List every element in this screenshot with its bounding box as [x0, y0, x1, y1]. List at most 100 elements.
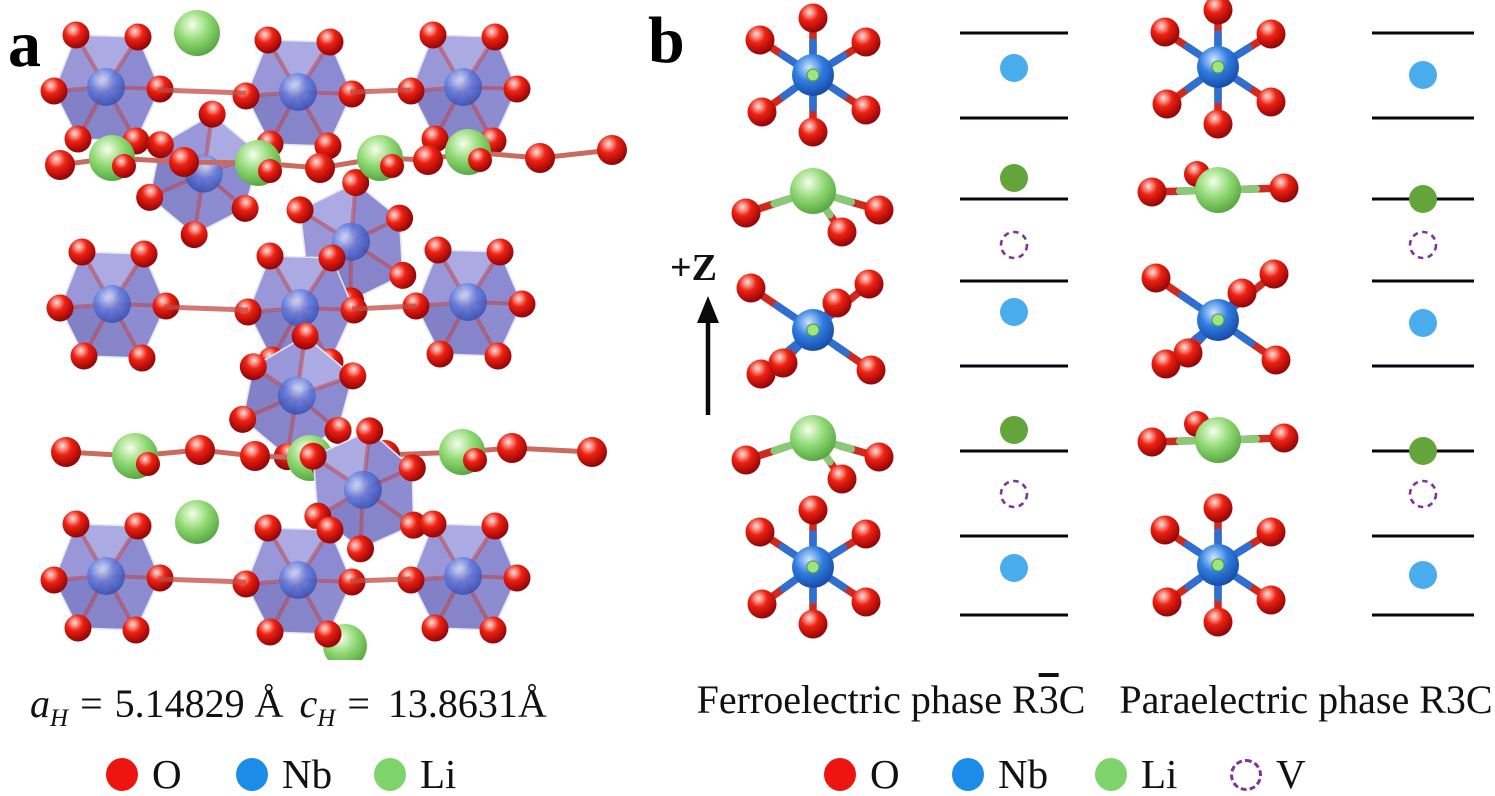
li-site-speck: [806, 560, 820, 574]
a-subscript: H: [50, 705, 69, 732]
octahedra-row-middle: [44, 234, 538, 378]
nbo6-octahedron: [400, 234, 538, 372]
phase-label-text: Paraelectric phase R3: [1119, 677, 1466, 722]
vacancy-circle: [999, 479, 1029, 509]
lio3-unit-molecule: [731, 415, 894, 494]
o-atom: [746, 359, 776, 389]
o-atom: [864, 442, 894, 472]
li-atom: [1195, 167, 1241, 213]
o-atom: [745, 25, 775, 55]
li-position-dot: [1000, 416, 1028, 444]
o-atom: [798, 609, 828, 639]
li-atom: [1195, 417, 1241, 463]
o-atom: [1256, 19, 1286, 49]
legend-item-o: O: [106, 754, 182, 795]
li-position-dot: [1000, 164, 1028, 192]
octahedra-row-bottom: [38, 508, 533, 650]
o-atom: [1150, 515, 1180, 545]
o-atom: [851, 587, 881, 617]
o-atom: [827, 464, 857, 494]
o-atom: [1150, 17, 1180, 47]
vacancy-circle: [999, 230, 1029, 260]
lio3-unit-molecule: [731, 168, 894, 247]
panel-a-label: a: [8, 8, 41, 81]
oxygen-legend-dot: [824, 758, 856, 791]
legend-label: O: [870, 751, 900, 796]
lio3-unit-molecule: [1137, 411, 1299, 463]
o-atom: [747, 97, 777, 127]
o-atom: [1152, 89, 1182, 119]
nbo6-octahedron-molecule: [1150, 493, 1286, 637]
equals-sign: =: [80, 681, 103, 726]
li-position-dot: [1409, 437, 1437, 465]
nbo6-octahedron-molecule: [1141, 259, 1291, 379]
o-atom: [1152, 587, 1182, 617]
z-axis-label: +Z: [670, 247, 717, 289]
nbo6-octahedron: [38, 508, 176, 646]
o-atom: [851, 95, 881, 125]
o-atom: [1203, 109, 1233, 139]
phase-label-text: Ferroelectric phase R: [696, 677, 1039, 722]
o-atom: [736, 273, 766, 303]
legend-label: V: [1276, 751, 1306, 796]
panel-b-label: b: [648, 4, 685, 77]
o-atom: [851, 27, 881, 57]
oxygen-legend-dot: [106, 758, 138, 791]
o-atom: [1151, 349, 1181, 379]
c-symbol: c: [299, 681, 318, 726]
o-atom: [822, 288, 852, 318]
o-atom: [1269, 423, 1299, 453]
o-atom: [798, 495, 828, 525]
o-atom: [851, 519, 881, 549]
o-atom: [798, 117, 828, 147]
a-symbol: a: [30, 681, 50, 726]
li-site-speck: [1211, 558, 1225, 572]
legend-item-o: O: [824, 754, 900, 795]
li-atom: [175, 500, 219, 544]
legend-label: Li: [1141, 751, 1178, 796]
o-atom: [1269, 173, 1299, 203]
ferroelectric-molecule-column: [731, 3, 894, 639]
li-site-speck: [806, 323, 820, 337]
nb-position-dot: [1000, 54, 1028, 82]
li-atom: [790, 415, 836, 461]
legend-item-li: Li: [1095, 754, 1177, 795]
li-atom: [790, 168, 836, 214]
li-site-speck: [1211, 313, 1225, 327]
nbo6-octahedron-molecule: [745, 3, 881, 147]
lio3-unit-molecule: [1137, 161, 1299, 213]
nb-position-dot: [1409, 561, 1437, 589]
overline-3: 3: [1038, 677, 1059, 722]
phase-label-text: C: [1465, 677, 1493, 722]
o-atom: [1261, 345, 1291, 375]
o-atom: [1227, 278, 1257, 308]
legend-label: Nb: [998, 751, 1049, 796]
nb-position-dot: [1409, 309, 1437, 337]
o-atom: [1203, 0, 1233, 25]
octahedra-row-top: [38, 19, 533, 162]
o-atom: [1256, 517, 1286, 547]
crystal-structure-3d: [38, 10, 627, 660]
legend-label: O: [152, 751, 182, 796]
o-atom: [864, 195, 894, 225]
o-atom: [1203, 493, 1233, 523]
a-value: 5.14829 Å: [114, 681, 284, 726]
ferroelectric-schematic-column: [960, 31, 1068, 617]
o-atom: [1259, 259, 1289, 289]
o-atom: [1256, 87, 1286, 117]
nb-position-dot: [1000, 298, 1028, 326]
o-atom: [1256, 585, 1286, 615]
c-subscript: H: [317, 705, 336, 732]
li-atom: [174, 10, 220, 56]
o-atom: [856, 355, 886, 385]
z-axis-arrow: [697, 296, 719, 415]
nbo6-octahedron: [44, 236, 182, 374]
legend-item-v: V: [1230, 754, 1306, 795]
lithium-legend-dot: [374, 758, 406, 791]
paraelectric-schematic-column: [1372, 31, 1474, 617]
li-position-dot: [1409, 185, 1437, 213]
o-atom: [1203, 607, 1233, 637]
nb-position-dot: [1409, 61, 1437, 89]
nb-position-dot: [1000, 554, 1028, 582]
